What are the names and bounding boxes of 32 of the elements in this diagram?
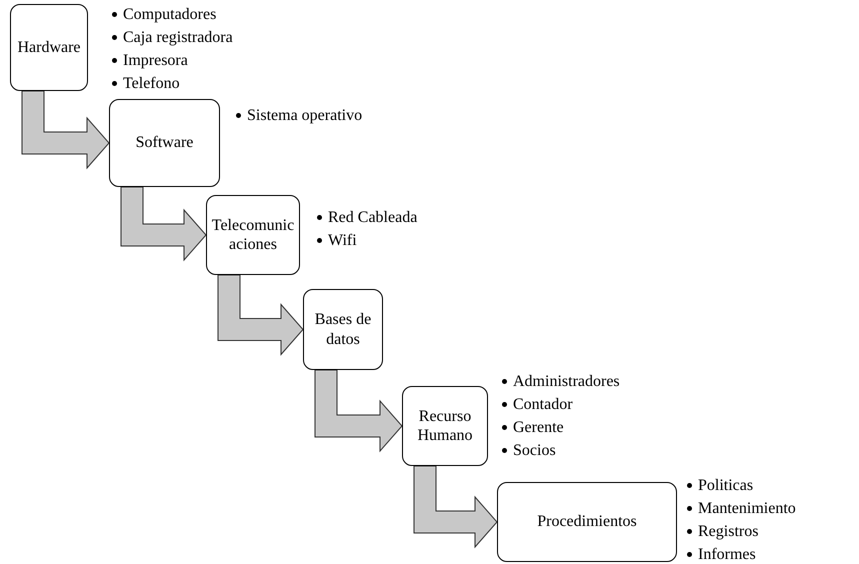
block-arrow [120, 186, 207, 262]
box-label: Recurso Humano [416, 406, 474, 446]
process-box [303, 289, 383, 370]
bullet-item: Impresora [123, 52, 188, 69]
bullet-item: Informes [698, 546, 756, 563]
bullet-item: Socios [513, 442, 556, 459]
bullet-item: Mantenimiento [698, 500, 796, 517]
box-label: Hardware [17, 38, 81, 58]
bullet-item: Caja registradora [123, 29, 233, 46]
process-box [402, 386, 488, 466]
bullet-item: Gerente [513, 419, 564, 436]
process-box [497, 482, 677, 562]
block-arrow [218, 274, 304, 356]
box-label: Procedimientos [537, 512, 637, 532]
process-box [206, 195, 300, 275]
box-label: Bases de datos [314, 310, 372, 349]
bullet-item: Red Cableada [328, 209, 418, 226]
box-label: Software [136, 133, 194, 153]
block-arrow [414, 466, 498, 548]
bullet-item: Administradores [513, 373, 620, 390]
box-label: Telecomunicaciones [210, 216, 296, 254]
bullet-item: Registros [698, 523, 758, 540]
bullet-item: Wifi [328, 232, 357, 249]
process-box [109, 99, 220, 187]
block-arrow [22, 90, 110, 170]
bullet-item: Politicas [698, 477, 754, 494]
bullet-item: Telefono [123, 75, 180, 92]
bullet-item: Contador [513, 396, 573, 413]
bullet-item: Sistema operativo [247, 107, 362, 124]
block-arrow [314, 370, 403, 452]
bullet-item: Computadores [123, 6, 216, 23]
process-box [10, 4, 88, 91]
